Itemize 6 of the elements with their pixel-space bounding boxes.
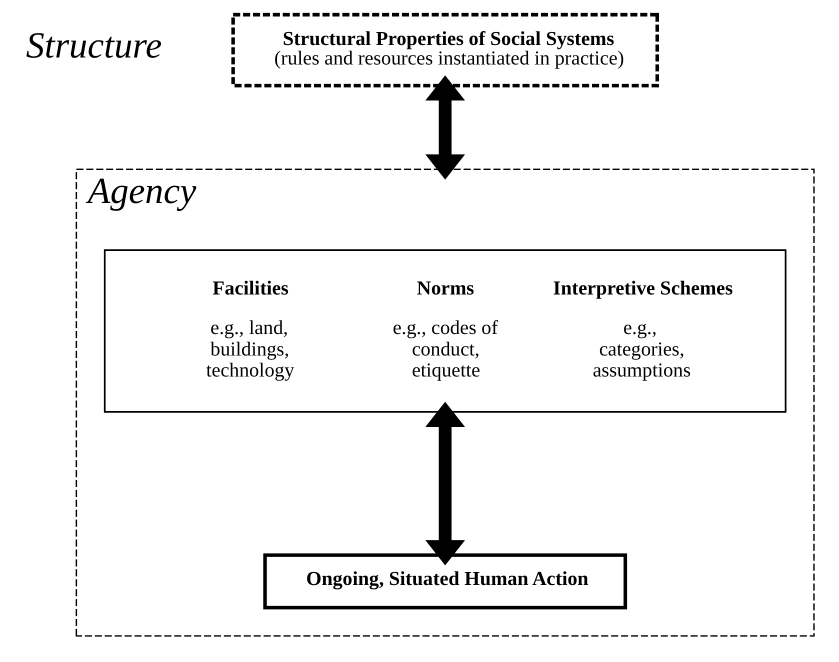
node-box: Facilities Norms Interpretive Schemes e.g., land, buildings, technology e.g., codes of conduct, etiquette e.g., categories, assumptions [103, 249, 786, 413]
node-box: Structural Properties of Social Systems (rules and resources instantiated in practice) [230, 12, 659, 88]
node-box: Ongoing, Situated Human Action [262, 553, 627, 610]
node-label: Structure [26, 24, 162, 66]
arrow [424, 75, 465, 180]
arrow [424, 402, 465, 566]
